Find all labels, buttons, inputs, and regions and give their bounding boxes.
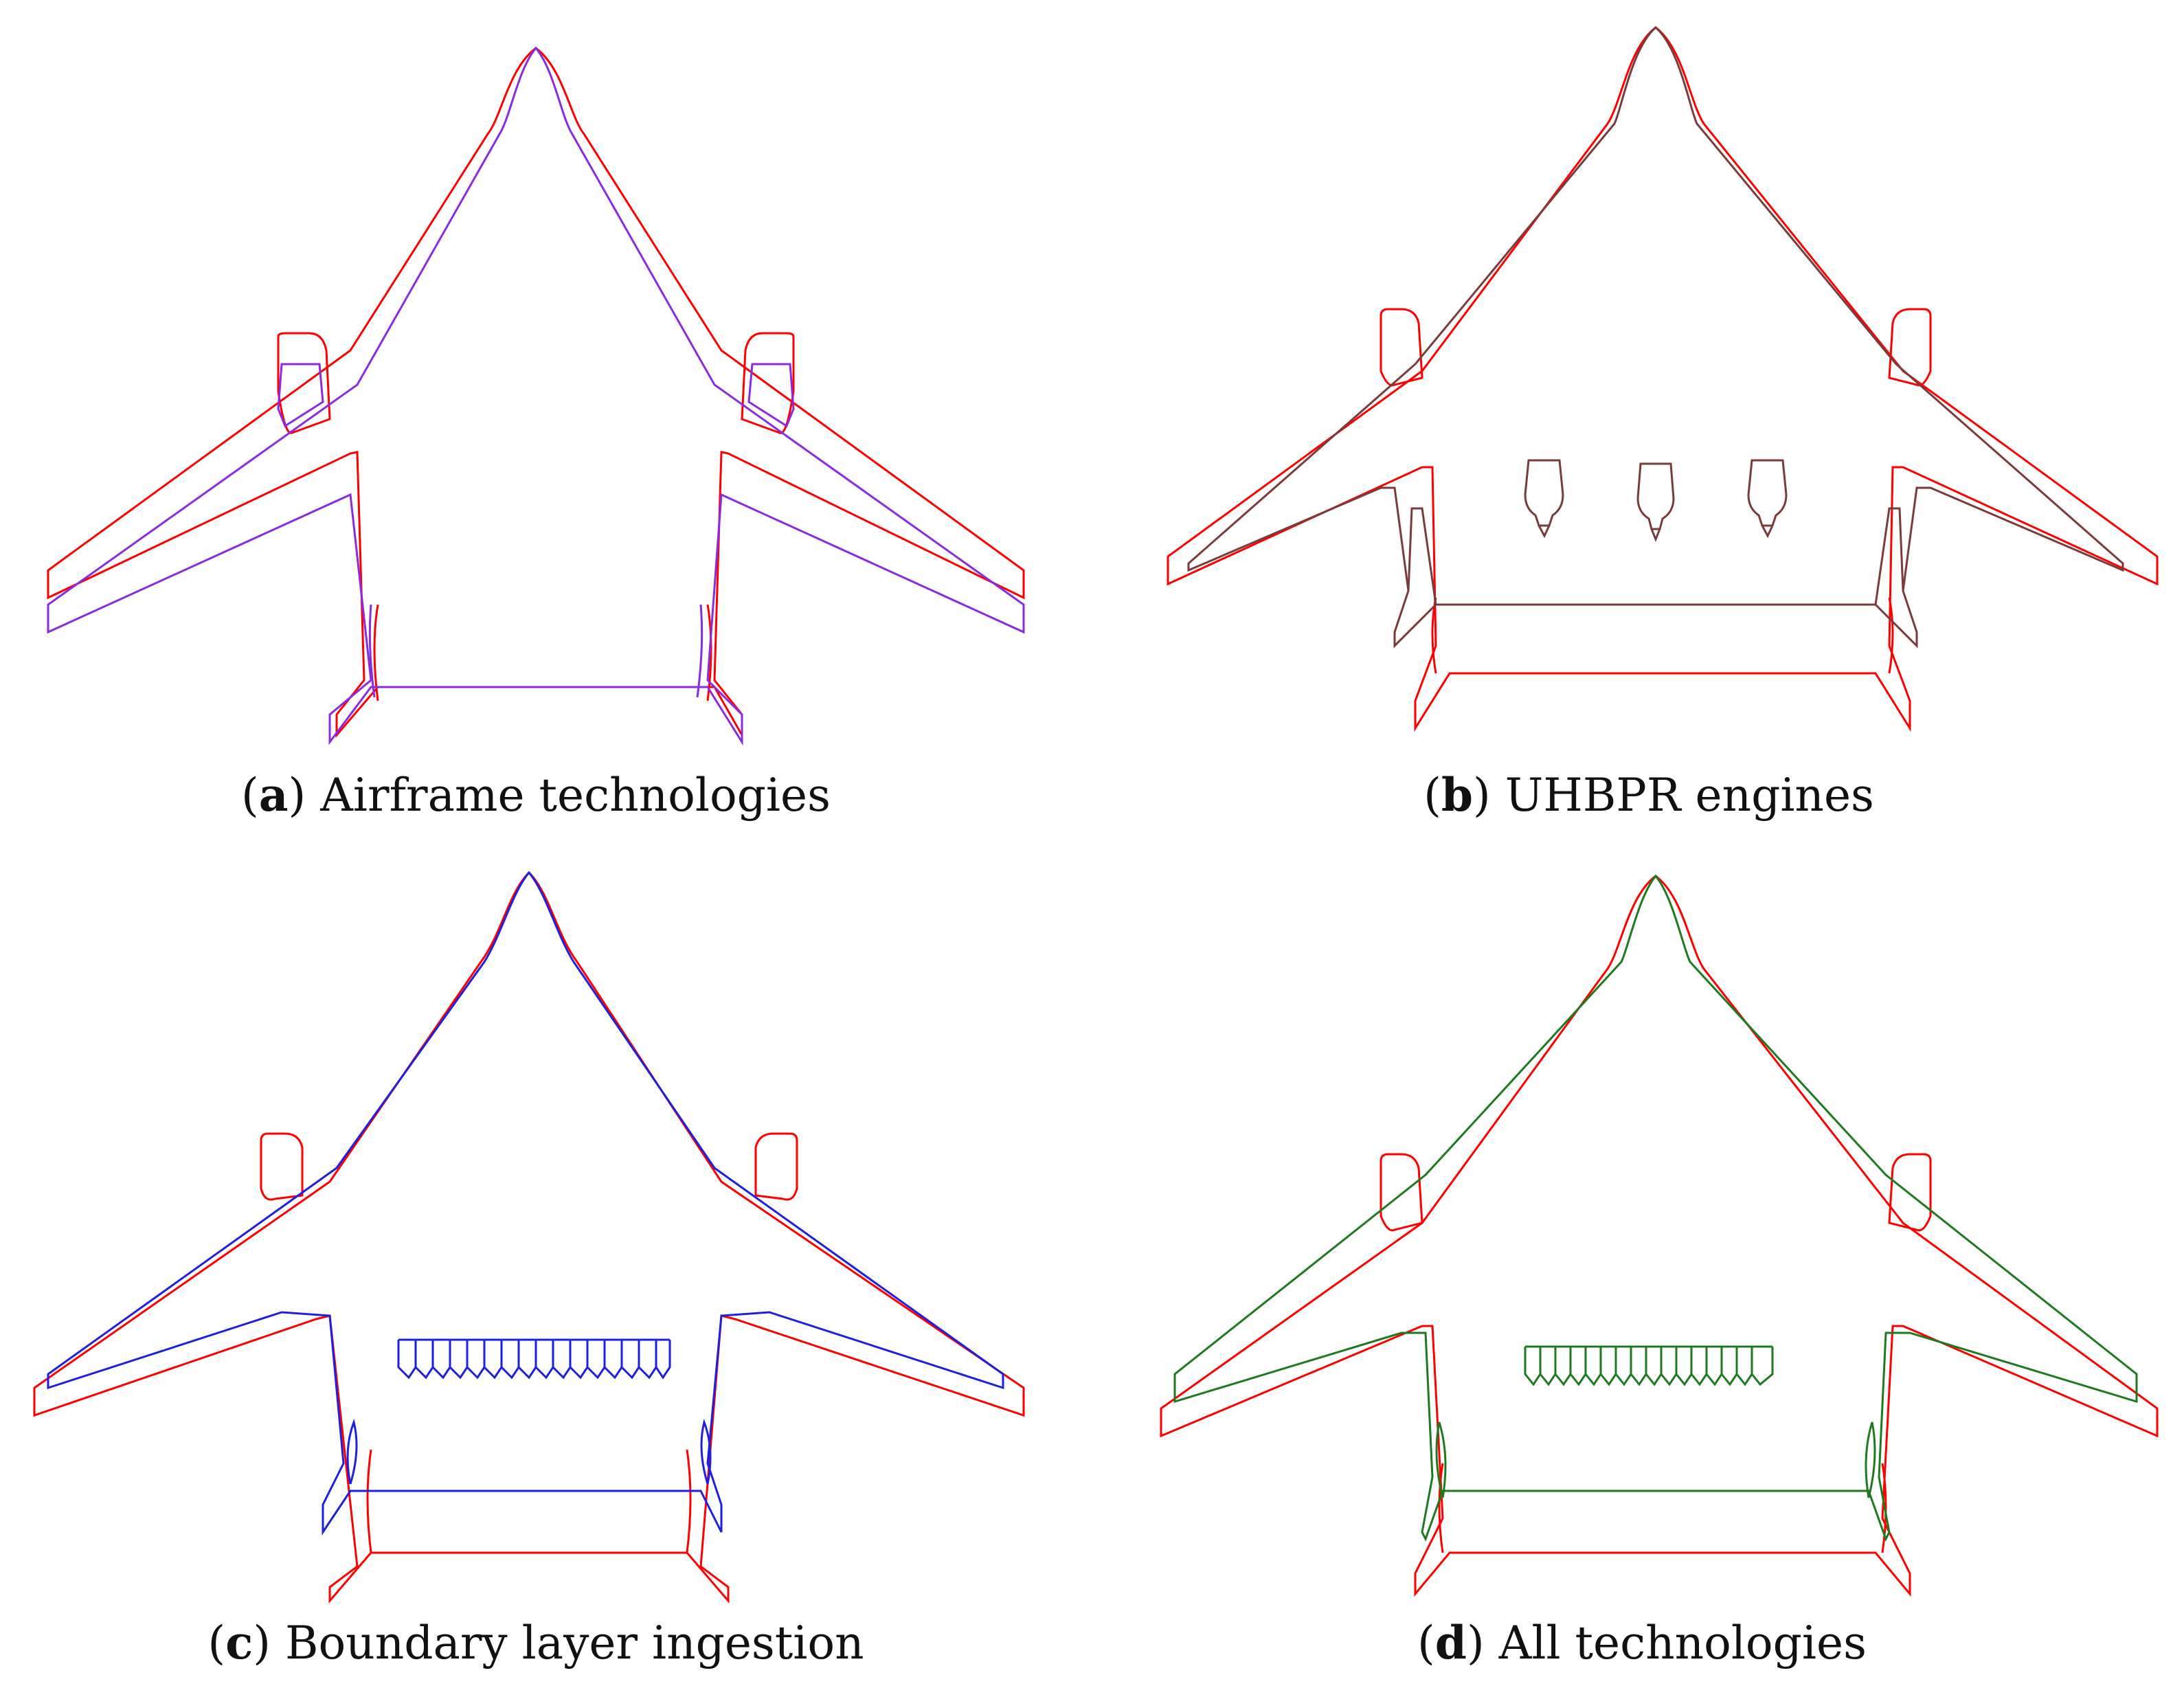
caption-letter: b bbox=[1441, 768, 1474, 822]
uhbpr-planform bbox=[1187, 26, 2124, 649]
panel-boundary-layer-ingestion bbox=[27, 859, 1044, 1604]
baseline-planform bbox=[1167, 26, 2159, 732]
aircraft-planform-diagram-b bbox=[1167, 26, 2159, 732]
panel-uhbpr-engines bbox=[1147, 14, 2164, 756]
uhbpr-engine-pods bbox=[1524, 459, 1788, 543]
baseline-planform bbox=[1160, 875, 2159, 1597]
caption-d: (d) All technologies bbox=[1417, 1616, 1867, 1670]
baseline-planform bbox=[33, 870, 1025, 1604]
bli-propulsor-row bbox=[397, 1338, 671, 1380]
aircraft-planform-diagram-a bbox=[47, 46, 1025, 746]
aircraft-planform-diagram-d bbox=[1160, 874, 2159, 1597]
caption-a: (a) Airframe technologies bbox=[241, 768, 831, 822]
caption-text: Airframe technologies bbox=[320, 769, 831, 822]
caption-text: All technologies bbox=[1498, 1617, 1867, 1670]
caption-letter: a bbox=[258, 768, 289, 822]
caption-letter: c bbox=[225, 1616, 254, 1670]
caption-c: (c) Boundary layer ingestion bbox=[207, 1616, 864, 1670]
caption-b: (b) UHBPR engines bbox=[1423, 768, 1874, 822]
caption-letter: d bbox=[1434, 1616, 1467, 1670]
caption-text: UHBPR engines bbox=[1505, 769, 1874, 822]
aircraft-planform-diagram-c bbox=[33, 870, 1025, 1604]
bli-planform bbox=[47, 870, 1004, 1536]
caption-text: Boundary layer ingestion bbox=[285, 1617, 864, 1670]
all-tech-planform bbox=[1173, 874, 2138, 1542]
engine-pod-right bbox=[1747, 459, 1788, 527]
engine-pod-left bbox=[1524, 459, 1564, 527]
airframe-tech-planform bbox=[47, 46, 1025, 746]
baseline-planform bbox=[47, 47, 1025, 739]
all-tech-propulsor-row bbox=[1524, 1345, 1774, 1386]
panel-all-technologies bbox=[1147, 859, 2164, 1601]
engine-pod-center bbox=[1636, 462, 1675, 530]
panel-airframe-technologies bbox=[27, 27, 1044, 769]
